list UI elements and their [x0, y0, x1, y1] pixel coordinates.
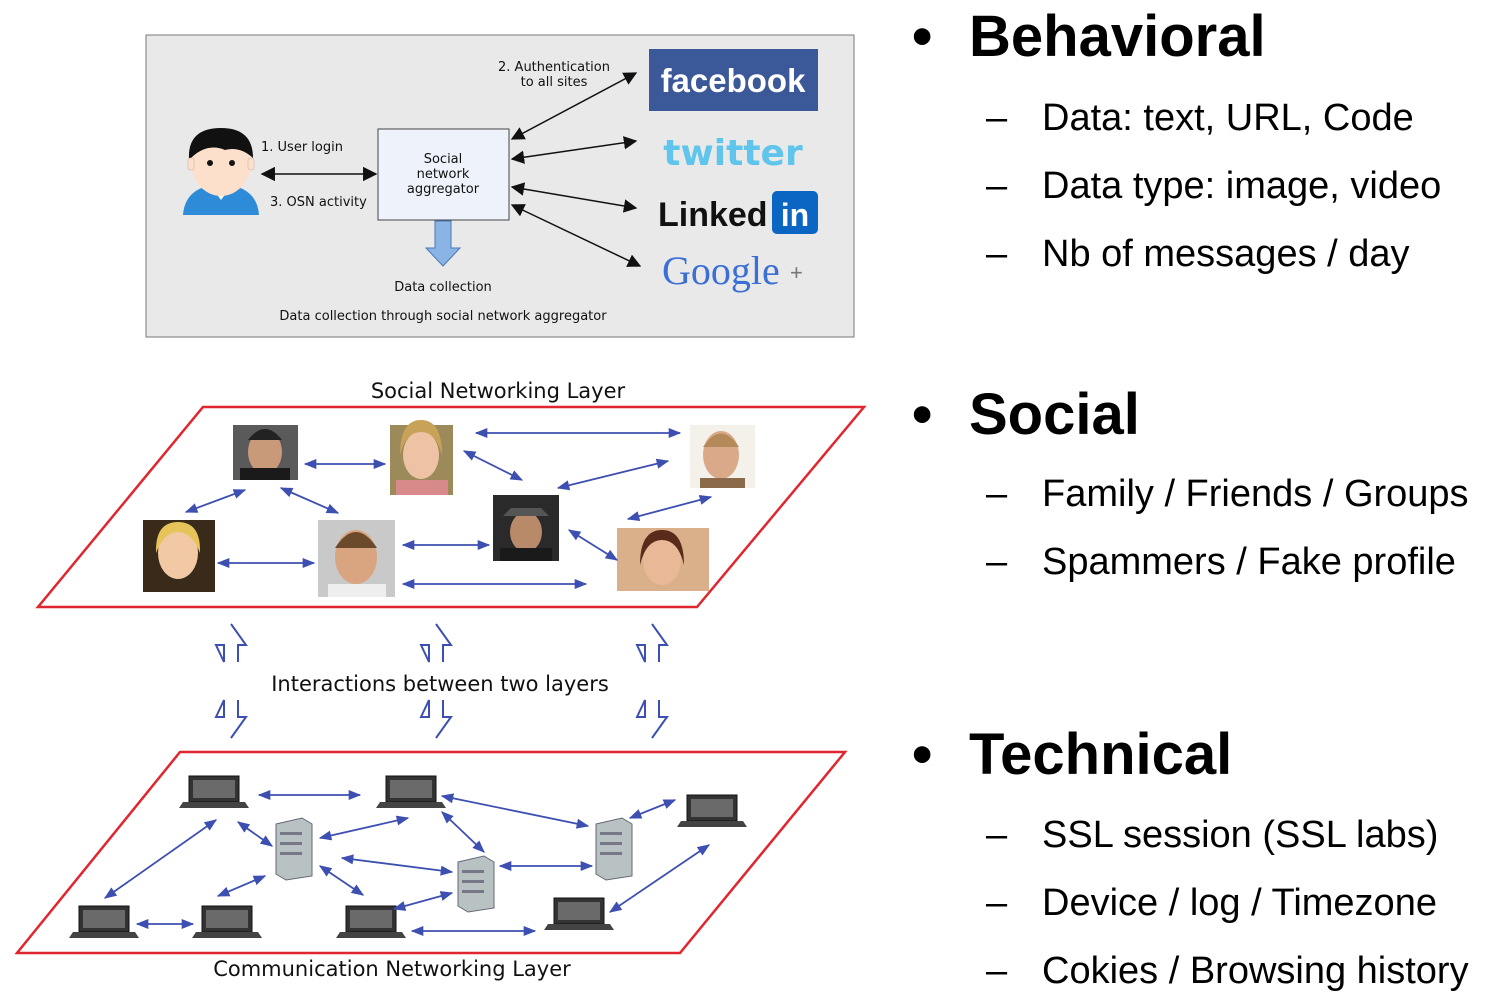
bullet-item: –Nb of messages / day [986, 233, 1410, 275]
aggregator-figure: 1. User login 3. OSN activity Social net… [145, 34, 855, 338]
data-collection-arrow [424, 220, 462, 267]
linkedin-logo: Linked in [658, 191, 818, 234]
figure-caption: Data collection through social network a… [279, 309, 607, 324]
twitter-logo: twitter [663, 133, 803, 174]
communication-arrows [103, 789, 711, 937]
auth-arrow-facebook [510, 72, 638, 140]
bullet-item: –Data type: image, video [986, 165, 1442, 207]
laptop-icon [677, 794, 747, 827]
user-avatar-icon [183, 128, 259, 215]
step1-label: 1. User login [261, 140, 343, 155]
social-arrows [184, 427, 713, 590]
interaction-label: Interactions between two layers [271, 672, 609, 696]
bullet-item: –SSL session (SSL labs) [986, 814, 1439, 856]
profile-photo-2 [390, 420, 453, 495]
profile-photo-4 [143, 520, 215, 592]
svg-text:+: + [790, 260, 803, 285]
profile-photo-3 [690, 425, 755, 488]
bullet-item: –Device / log / Timezone [986, 882, 1437, 924]
laptop-icon [544, 897, 614, 930]
profile-photo-6 [493, 495, 559, 561]
step3-label: 3. OSN activity [270, 195, 367, 210]
profile-photo-5 [318, 520, 395, 597]
laptop-icon [69, 905, 139, 938]
aggregator-label-line2: network [417, 167, 470, 182]
auth-arrow-twitter [510, 136, 638, 164]
aggregator-label-line3: aggregator [407, 182, 480, 197]
bullet-item: –Cokies / Browsing history [986, 950, 1469, 992]
laptop-icon [336, 905, 406, 938]
server-icon [275, 817, 313, 881]
bullet-heading-technical: •Technical [912, 722, 1233, 787]
communication-layer-title: Communication Networking Layer [213, 957, 571, 981]
social-layer-title: Social Networking Layer [371, 379, 626, 403]
facebook-logo: facebook [649, 49, 818, 111]
bullet-heading-behavioral: •Behavioral [912, 4, 1266, 69]
bullet-item: –Spammers / Fake profile [986, 541, 1456, 583]
step2-label-line1: 2. Authentication [498, 60, 610, 75]
layers-figure: Social Networking Layer [14, 379, 867, 981]
laptop-icon [192, 905, 262, 938]
bullet-heading-social: •Social [912, 382, 1140, 447]
auth-arrow-google [510, 204, 642, 267]
laptop-icon [376, 775, 446, 808]
data-collection-label: Data collection [394, 280, 492, 295]
svg-text:Linked: Linked [658, 196, 768, 234]
social-layer-plane [35, 405, 867, 609]
svg-text:Google: Google [662, 248, 780, 293]
laptop-icon [179, 775, 249, 808]
server-icon [595, 817, 633, 881]
bullet-item: –Family / Friends / Groups [986, 473, 1469, 515]
svg-text:in: in [781, 197, 809, 233]
aggregator-box [377, 128, 510, 221]
server-icon [457, 855, 495, 913]
profile-photo-7 [617, 528, 709, 591]
interlayer-arrows [214, 623, 669, 739]
communication-layer-plane [14, 750, 848, 955]
profile-photo-1 [233, 425, 298, 480]
svg-text:facebook: facebook [661, 62, 807, 99]
bullet-item: –Data: text, URL, Code [986, 97, 1414, 139]
aggregator-label-line1: Social [424, 152, 463, 167]
google-plus-logo: Google + [662, 248, 803, 293]
step2-label-line2: to all sites [521, 75, 588, 90]
